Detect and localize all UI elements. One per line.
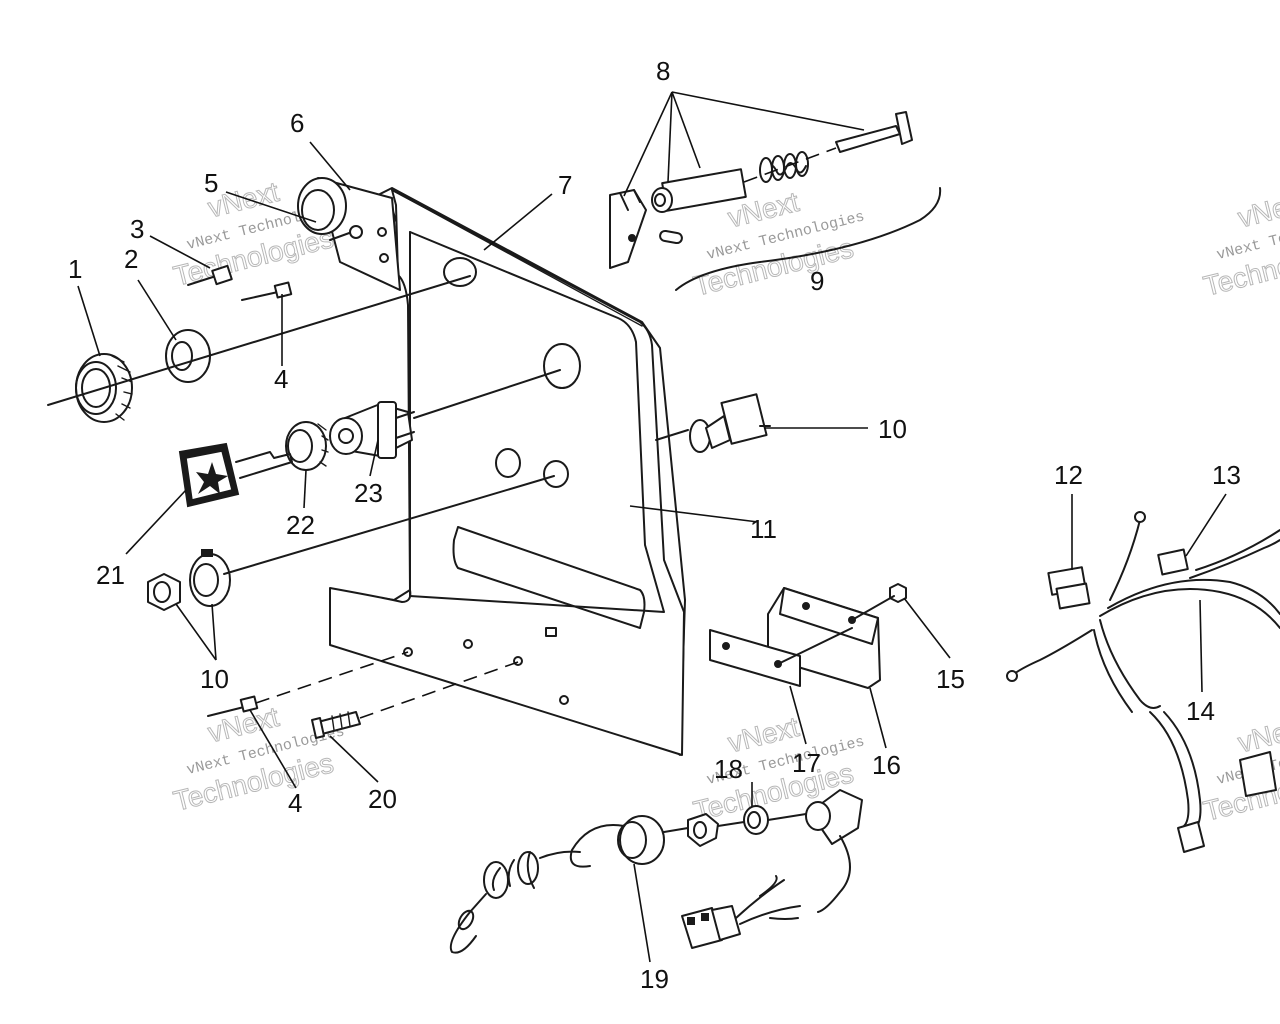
callout-16: 16 (872, 750, 901, 780)
callout-17: 17 (792, 748, 821, 778)
part-21-key (178, 442, 293, 508)
callout-8: 8 (656, 56, 670, 86)
callout-10-lower: 10 (200, 664, 229, 694)
axis-line-19 (663, 813, 807, 833)
part-8-latch (609, 168, 747, 269)
part-19-nut (687, 813, 719, 847)
axis-line-8 (743, 147, 837, 183)
part-19-switch-body (805, 789, 863, 913)
callout-9: 9 (810, 266, 824, 296)
part-2-lockwasher (165, 329, 211, 383)
leader-lines (77, 141, 1227, 963)
callout-13: 13 (1212, 460, 1241, 490)
part-22-nut (285, 421, 329, 471)
part-8-pin (835, 111, 913, 153)
axis-line-3 (223, 475, 555, 575)
part-17-plate (709, 629, 801, 687)
part-4-rivet-lower (207, 695, 259, 717)
callout-18: 18 (714, 754, 743, 784)
part-4-rivet-upper (241, 281, 293, 301)
part-10-lockwasher (189, 549, 231, 607)
svg-text:vNext: vNext (1235, 711, 1280, 758)
leader-line-8b (671, 91, 701, 169)
dash-panel (329, 187, 686, 756)
callout-15: 15 (936, 664, 965, 694)
watermark-3: vNext vNext Technologies Technologies (1200, 185, 1280, 302)
leader-line-8d (667, 91, 673, 183)
callout-22: 22 (286, 510, 315, 540)
part-23-ignition-switch (329, 401, 415, 459)
callout-6: 6 (290, 108, 304, 138)
callout-1: 1 (68, 254, 82, 284)
part-10-hex-nut (147, 573, 181, 611)
axis-line-20 (359, 661, 519, 719)
callout-labels: 1 2 3 4 5 6 7 8 9 10 11 12 13 14 15 16 1… (68, 56, 1241, 994)
part-9-cable (675, 187, 942, 291)
part-20-bolt (311, 711, 361, 739)
axis-line-15a (851, 595, 895, 621)
callout-4-lower: 4 (288, 788, 302, 818)
part-14-harness (1006, 511, 1280, 853)
part-18-washer (743, 805, 769, 835)
callout-4: 4 (274, 364, 288, 394)
svg-text:vNext: vNext (1235, 186, 1280, 233)
callout-11: 11 (750, 514, 777, 544)
leader-line-8c (671, 91, 865, 131)
callout-7: 7 (558, 170, 572, 200)
axis-line-15b (777, 627, 853, 665)
callout-21: 21 (96, 560, 125, 590)
callout-5: 5 (204, 168, 218, 198)
part-3-screw (187, 264, 233, 286)
part-19-tether (449, 815, 665, 954)
part-19-connector (681, 875, 801, 949)
part-10-toggle-switch (689, 393, 771, 453)
axis-line-4 (255, 651, 409, 704)
axis-line-1 (47, 275, 471, 406)
callout-2: 2 (124, 244, 138, 274)
callout-10: 10 (878, 414, 907, 444)
axis-line-2 (413, 369, 561, 419)
part-5-rivet (329, 225, 363, 241)
part-15-nut (889, 583, 907, 603)
callout-19: 19 (640, 964, 669, 994)
callout-20: 20 (368, 784, 397, 814)
callout-3: 3 (130, 214, 144, 244)
callout-23: 23 (354, 478, 383, 508)
leader-line-8a (623, 91, 673, 197)
callout-14: 14 (1186, 696, 1215, 726)
axis-line-10 (655, 429, 689, 441)
part-8-spring (759, 151, 809, 183)
callout-12: 12 (1054, 460, 1083, 490)
